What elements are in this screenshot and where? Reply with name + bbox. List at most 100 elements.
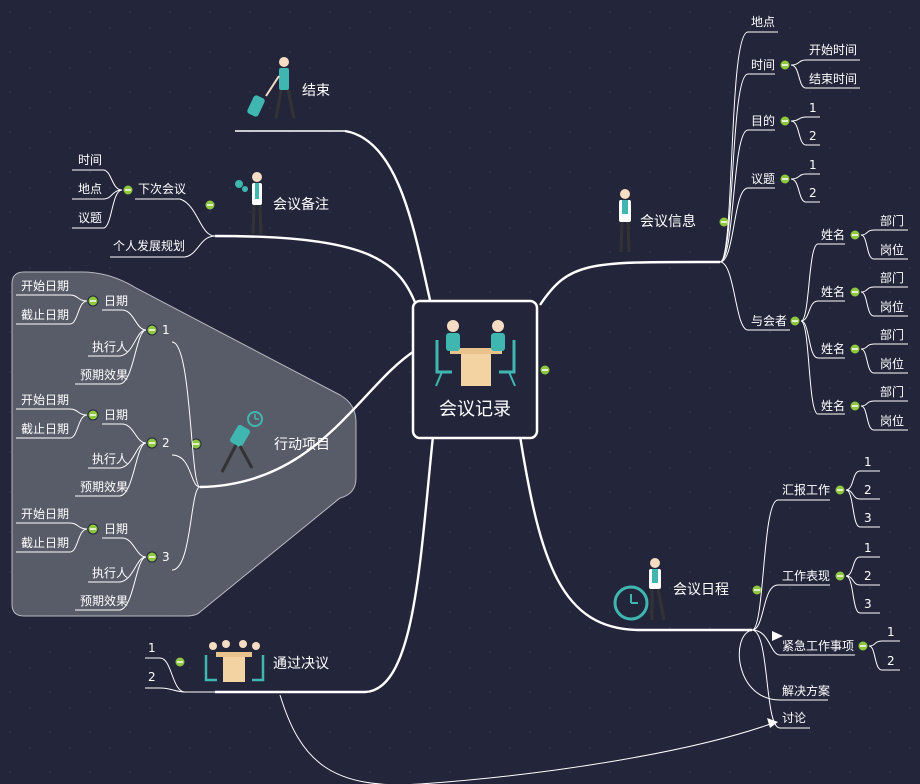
info-purpose-1: 1 bbox=[809, 101, 817, 115]
topic-agenda[interactable]: 会议日程 bbox=[613, 558, 729, 621]
center-node[interactable]: 会议记录 bbox=[411, 299, 539, 440]
action-1-date: 日期 bbox=[104, 294, 128, 308]
info-issue-2: 2 bbox=[809, 186, 817, 200]
collapse-toggle-attendee-1[interactable] bbox=[849, 229, 861, 241]
collapse-toggle-purpose[interactable] bbox=[779, 115, 791, 127]
agenda-performance-3: 3 bbox=[864, 597, 872, 611]
info-time-label: 时间 bbox=[751, 58, 775, 72]
next-meeting-label: 下次会议 bbox=[138, 182, 186, 196]
action-group-3: 3 日期 开始日期 截止日期 执行人 预期效果 bbox=[16, 507, 170, 611]
action-2-start: 开始日期 bbox=[21, 393, 69, 407]
action-2-owner: 执行人 bbox=[92, 452, 128, 466]
action-3-due: 截止日期 bbox=[21, 536, 69, 550]
clock-person-icon bbox=[613, 558, 666, 621]
agenda-report-2: 2 bbox=[864, 483, 872, 497]
attendee-4: 姓名 部门 岗位 bbox=[821, 384, 908, 431]
topic-actions[interactable]: 行动项目 bbox=[220, 411, 330, 473]
agenda-urgent-label: 紧急工作事项 bbox=[782, 638, 854, 653]
agenda-solution: 解决方案 bbox=[782, 683, 830, 698]
meeting-group-icon bbox=[204, 640, 265, 682]
collapse-toggle-date-1[interactable] bbox=[87, 295, 99, 307]
attendee-4-post: 岗位 bbox=[880, 413, 904, 428]
collapse-toggle-attendee-4[interactable] bbox=[849, 400, 861, 412]
relationship-arrow bbox=[767, 718, 778, 728]
info-issue-1: 1 bbox=[809, 158, 817, 172]
person-info-icon bbox=[619, 189, 631, 253]
collapse-toggle-actions[interactable] bbox=[190, 438, 202, 450]
attendee-2: 姓名 部门 岗位 bbox=[821, 270, 908, 317]
collapse-toggle-agenda[interactable] bbox=[751, 584, 763, 596]
topic-notes[interactable]: 会议备注 bbox=[235, 172, 329, 235]
action-2-date: 日期 bbox=[104, 408, 128, 422]
attendee-3-name: 姓名 bbox=[821, 341, 845, 356]
topic-agenda-label: 会议日程 bbox=[673, 582, 729, 598]
collapse-toggle-attendee-2[interactable] bbox=[849, 286, 861, 298]
attendee-3-dept: 部门 bbox=[880, 327, 904, 342]
collapse-toggle-resolutions[interactable] bbox=[174, 656, 186, 668]
action-group-3-label: 3 bbox=[162, 550, 170, 564]
relationship-line bbox=[279, 694, 777, 784]
topic-notes-label: 会议备注 bbox=[273, 196, 329, 213]
action-group-2-label: 2 bbox=[162, 436, 170, 450]
collapse-toggle-next-meeting[interactable] bbox=[122, 184, 134, 196]
agenda-urgent-1: 1 bbox=[887, 625, 895, 639]
meeting-table-icon bbox=[435, 320, 516, 387]
action-group-2: 2 日期 开始日期 截止日期 执行人 预期效果 bbox=[16, 393, 170, 497]
action-1-owner: 执行人 bbox=[92, 340, 128, 354]
topic-resolutions[interactable]: 通过决议 bbox=[204, 640, 329, 682]
collapse-toggle-date-3[interactable] bbox=[87, 523, 99, 535]
attendee-2-dept: 部门 bbox=[880, 270, 904, 285]
collapse-toggle-attendees[interactable] bbox=[789, 315, 801, 327]
info-place: 地点 bbox=[751, 15, 775, 29]
collapse-toggle-notes[interactable] bbox=[204, 199, 216, 211]
collapse-toggle-attendee-3[interactable] bbox=[849, 343, 861, 355]
center-label: 会议记录 bbox=[439, 399, 511, 420]
topic-actions-label: 行动项目 bbox=[274, 437, 330, 453]
collapse-toggle-issues[interactable] bbox=[779, 173, 791, 185]
action-2-effect: 预期效果 bbox=[80, 479, 128, 494]
agenda-performance-2: 2 bbox=[864, 569, 872, 583]
info-start-time: 开始时间 bbox=[809, 43, 857, 57]
attendee-1-dept: 部门 bbox=[880, 213, 904, 228]
info-issues-label: 议题 bbox=[751, 172, 775, 186]
agenda-performance-label: 工作表现 bbox=[782, 569, 830, 583]
action-2-due: 截止日期 bbox=[21, 422, 69, 436]
agenda-arrow bbox=[772, 631, 783, 641]
collapse-toggle-group-2[interactable] bbox=[146, 437, 158, 449]
action-group-1-label: 1 bbox=[162, 323, 170, 337]
collapse-toggle-time[interactable] bbox=[779, 59, 791, 71]
collapse-toggle-report[interactable] bbox=[834, 484, 846, 496]
collapse-toggle-center[interactable] bbox=[539, 364, 551, 376]
runner-clock-icon bbox=[220, 411, 263, 473]
agenda-discussion: 讨论 bbox=[782, 711, 806, 725]
topic-end[interactable]: 结束 bbox=[235, 57, 345, 132]
agenda-report-1: 1 bbox=[864, 455, 872, 469]
action-1-due: 截止日期 bbox=[21, 308, 69, 322]
action-3-date: 日期 bbox=[104, 522, 128, 536]
resolution-2: 2 bbox=[148, 670, 156, 684]
agenda-report-3: 3 bbox=[864, 511, 872, 525]
resolution-1: 1 bbox=[148, 641, 156, 655]
attendee-3: 姓名 部门 岗位 bbox=[821, 327, 908, 374]
collapse-toggle-group-3[interactable] bbox=[146, 551, 158, 563]
next-meeting-time: 时间 bbox=[78, 153, 102, 167]
attendee-1-name: 姓名 bbox=[821, 227, 845, 242]
next-meeting-place: 地点 bbox=[78, 182, 102, 196]
collapse-toggle-performance[interactable] bbox=[834, 570, 846, 582]
info-purpose-label: 目的 bbox=[751, 113, 775, 128]
info-attendees-label: 与会者 bbox=[751, 314, 787, 328]
topic-info-label: 会议信息 bbox=[640, 213, 696, 230]
action-1-start: 开始日期 bbox=[21, 279, 69, 293]
topic-resolutions-label: 通过决议 bbox=[273, 656, 329, 672]
attendee-4-dept: 部门 bbox=[880, 384, 904, 399]
collapse-toggle-date-2[interactable] bbox=[87, 409, 99, 421]
collapse-toggle-group-1[interactable] bbox=[146, 324, 158, 336]
info-purpose-2: 2 bbox=[809, 129, 817, 143]
topic-info[interactable]: 会议信息 bbox=[619, 189, 696, 253]
collapse-toggle-urgent[interactable] bbox=[857, 640, 869, 652]
attendee-2-name: 姓名 bbox=[821, 284, 845, 299]
agenda-report-label: 汇报工作 bbox=[782, 482, 830, 497]
attendee-2-post: 岗位 bbox=[880, 299, 904, 314]
agenda-urgent-2: 2 bbox=[887, 654, 895, 668]
